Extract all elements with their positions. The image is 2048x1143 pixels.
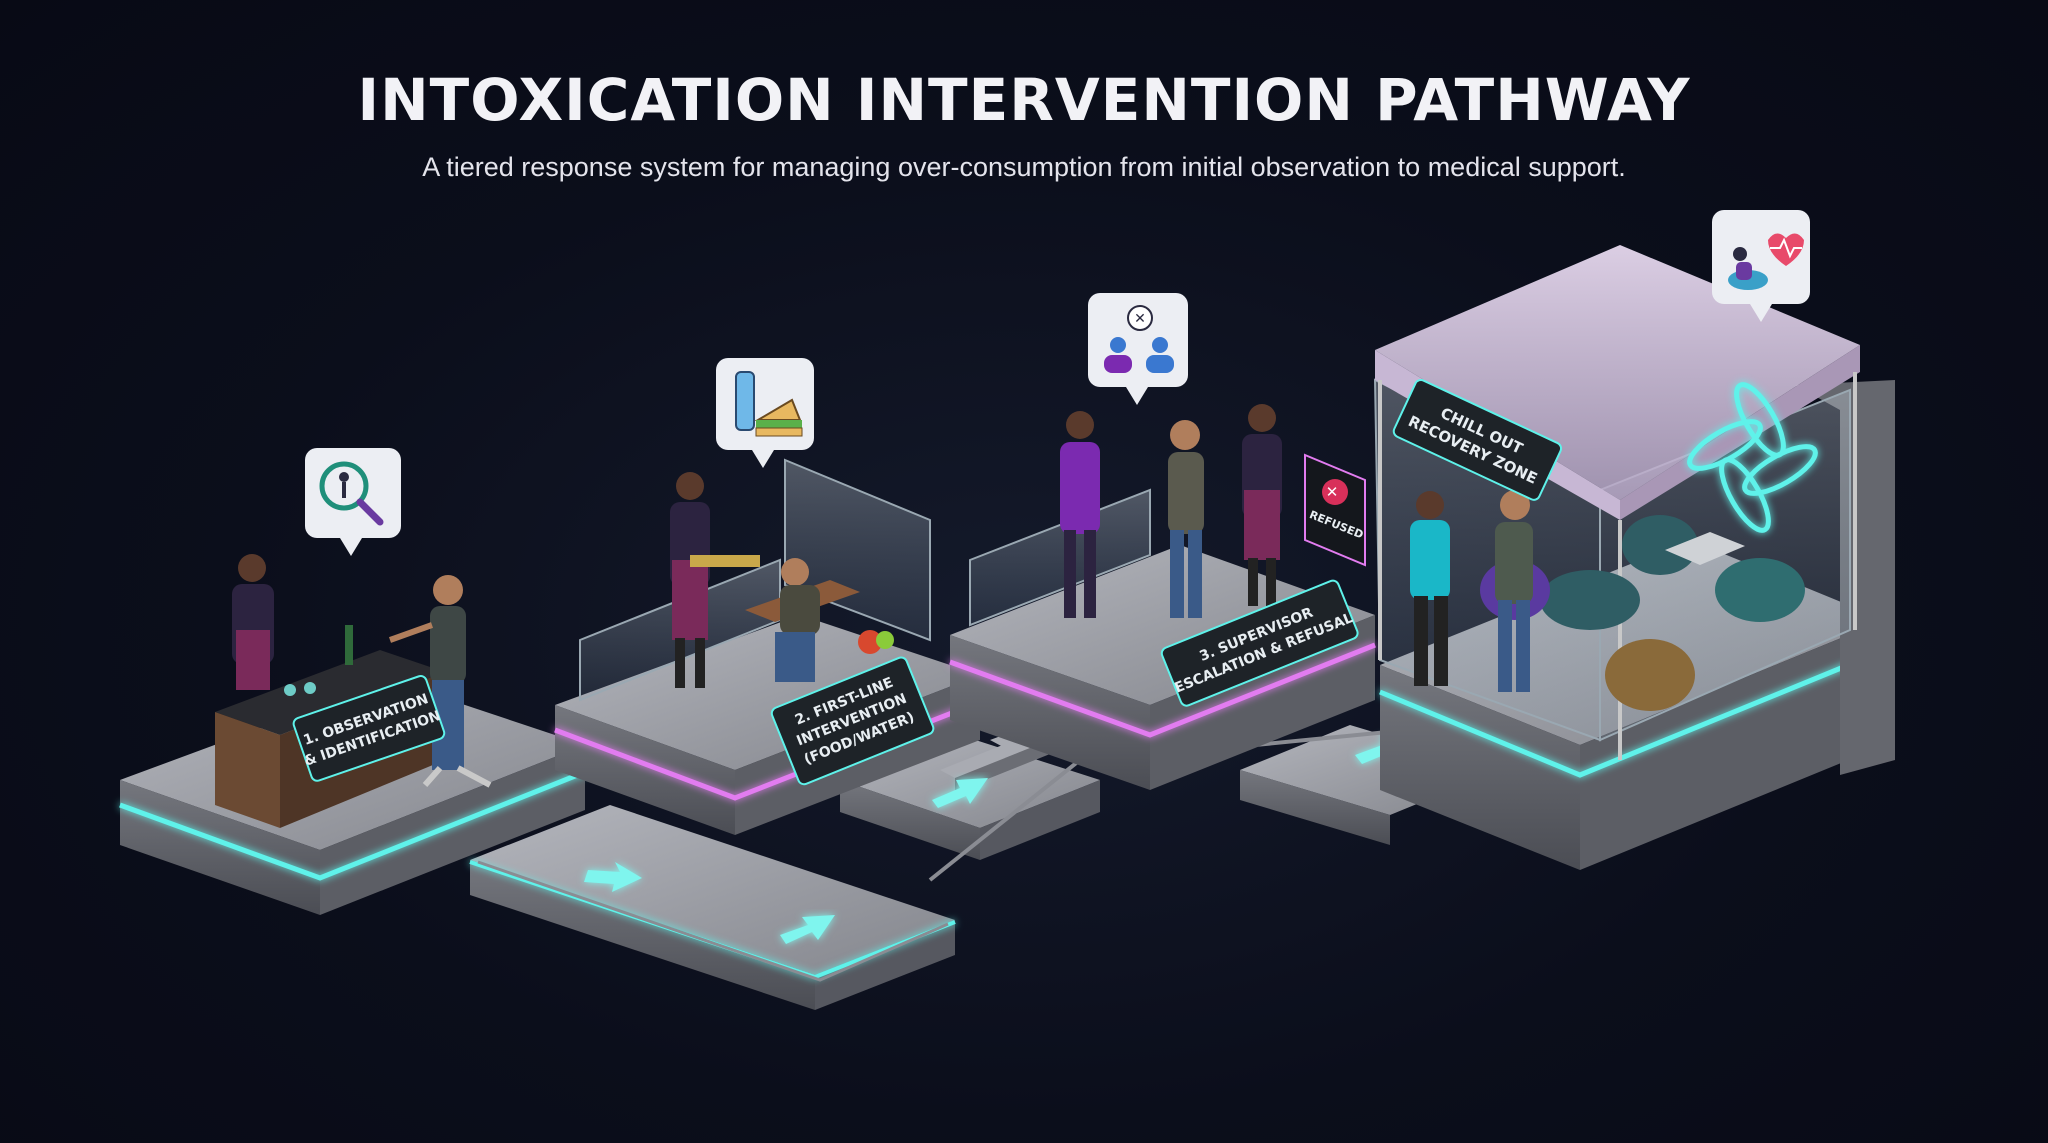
neon-flower-logo xyxy=(1687,382,1818,533)
stage-3-icon-bubble: ✕ xyxy=(1088,293,1188,405)
recovering-patron-figure xyxy=(1495,490,1533,692)
water-sandwich-icon xyxy=(735,371,803,437)
walkway-arrow-icon xyxy=(584,862,642,892)
refused-sign: ✕ REFUSED xyxy=(1304,453,1366,630)
seated-patron-figure xyxy=(775,558,820,682)
recovery-heart-icon xyxy=(1728,233,1804,290)
page-subtitle: A tiered response system for managing ov… xyxy=(422,152,1626,182)
stage-2-label-sign: 2. FIRST-LINE INTERVENTION (FOOD/WATER) xyxy=(770,656,935,786)
server-figure xyxy=(670,472,760,688)
security-staff-figure xyxy=(1242,404,1282,606)
staff-figure xyxy=(232,554,274,690)
stage-1-platform: 1. OBSERVATION & IDENTIFICATION xyxy=(119,554,586,915)
walkway-arrow-icon xyxy=(780,915,835,944)
recovery-zone-platform: CHILL OUT RECOVERY ZONE xyxy=(1373,245,1895,870)
supervisor-figure xyxy=(1060,411,1100,618)
refused-patron-figure xyxy=(1168,420,1204,618)
page-title: INTOXICATION INTERVENTION PATHWAY xyxy=(357,66,1691,134)
svg-text:✕: ✕ xyxy=(1326,483,1339,501)
stage-2-platform: 2. FIRST-LINE INTERVENTION (FOOD/WATER) xyxy=(554,458,981,835)
helper-figure xyxy=(1410,491,1450,686)
stage-2-icon-bubble xyxy=(716,358,814,468)
svg-text:✕: ✕ xyxy=(1134,311,1146,327)
stage-1-icon-bubble xyxy=(305,448,401,556)
magnifier-person-icon xyxy=(319,461,384,526)
stage-3-platform: ✕ REFUSED 3. SUPERVISOR ESCALATION & REF… xyxy=(949,404,1376,790)
tent-canopy xyxy=(1375,245,1860,500)
stage-4-icon-bubble xyxy=(1712,210,1810,322)
walkway-1-to-2 xyxy=(469,805,956,1010)
conversation-refusal-icon: ✕ xyxy=(1104,305,1174,373)
walkway-arrow-icon xyxy=(932,778,988,808)
refused-x-icon xyxy=(1322,479,1348,505)
